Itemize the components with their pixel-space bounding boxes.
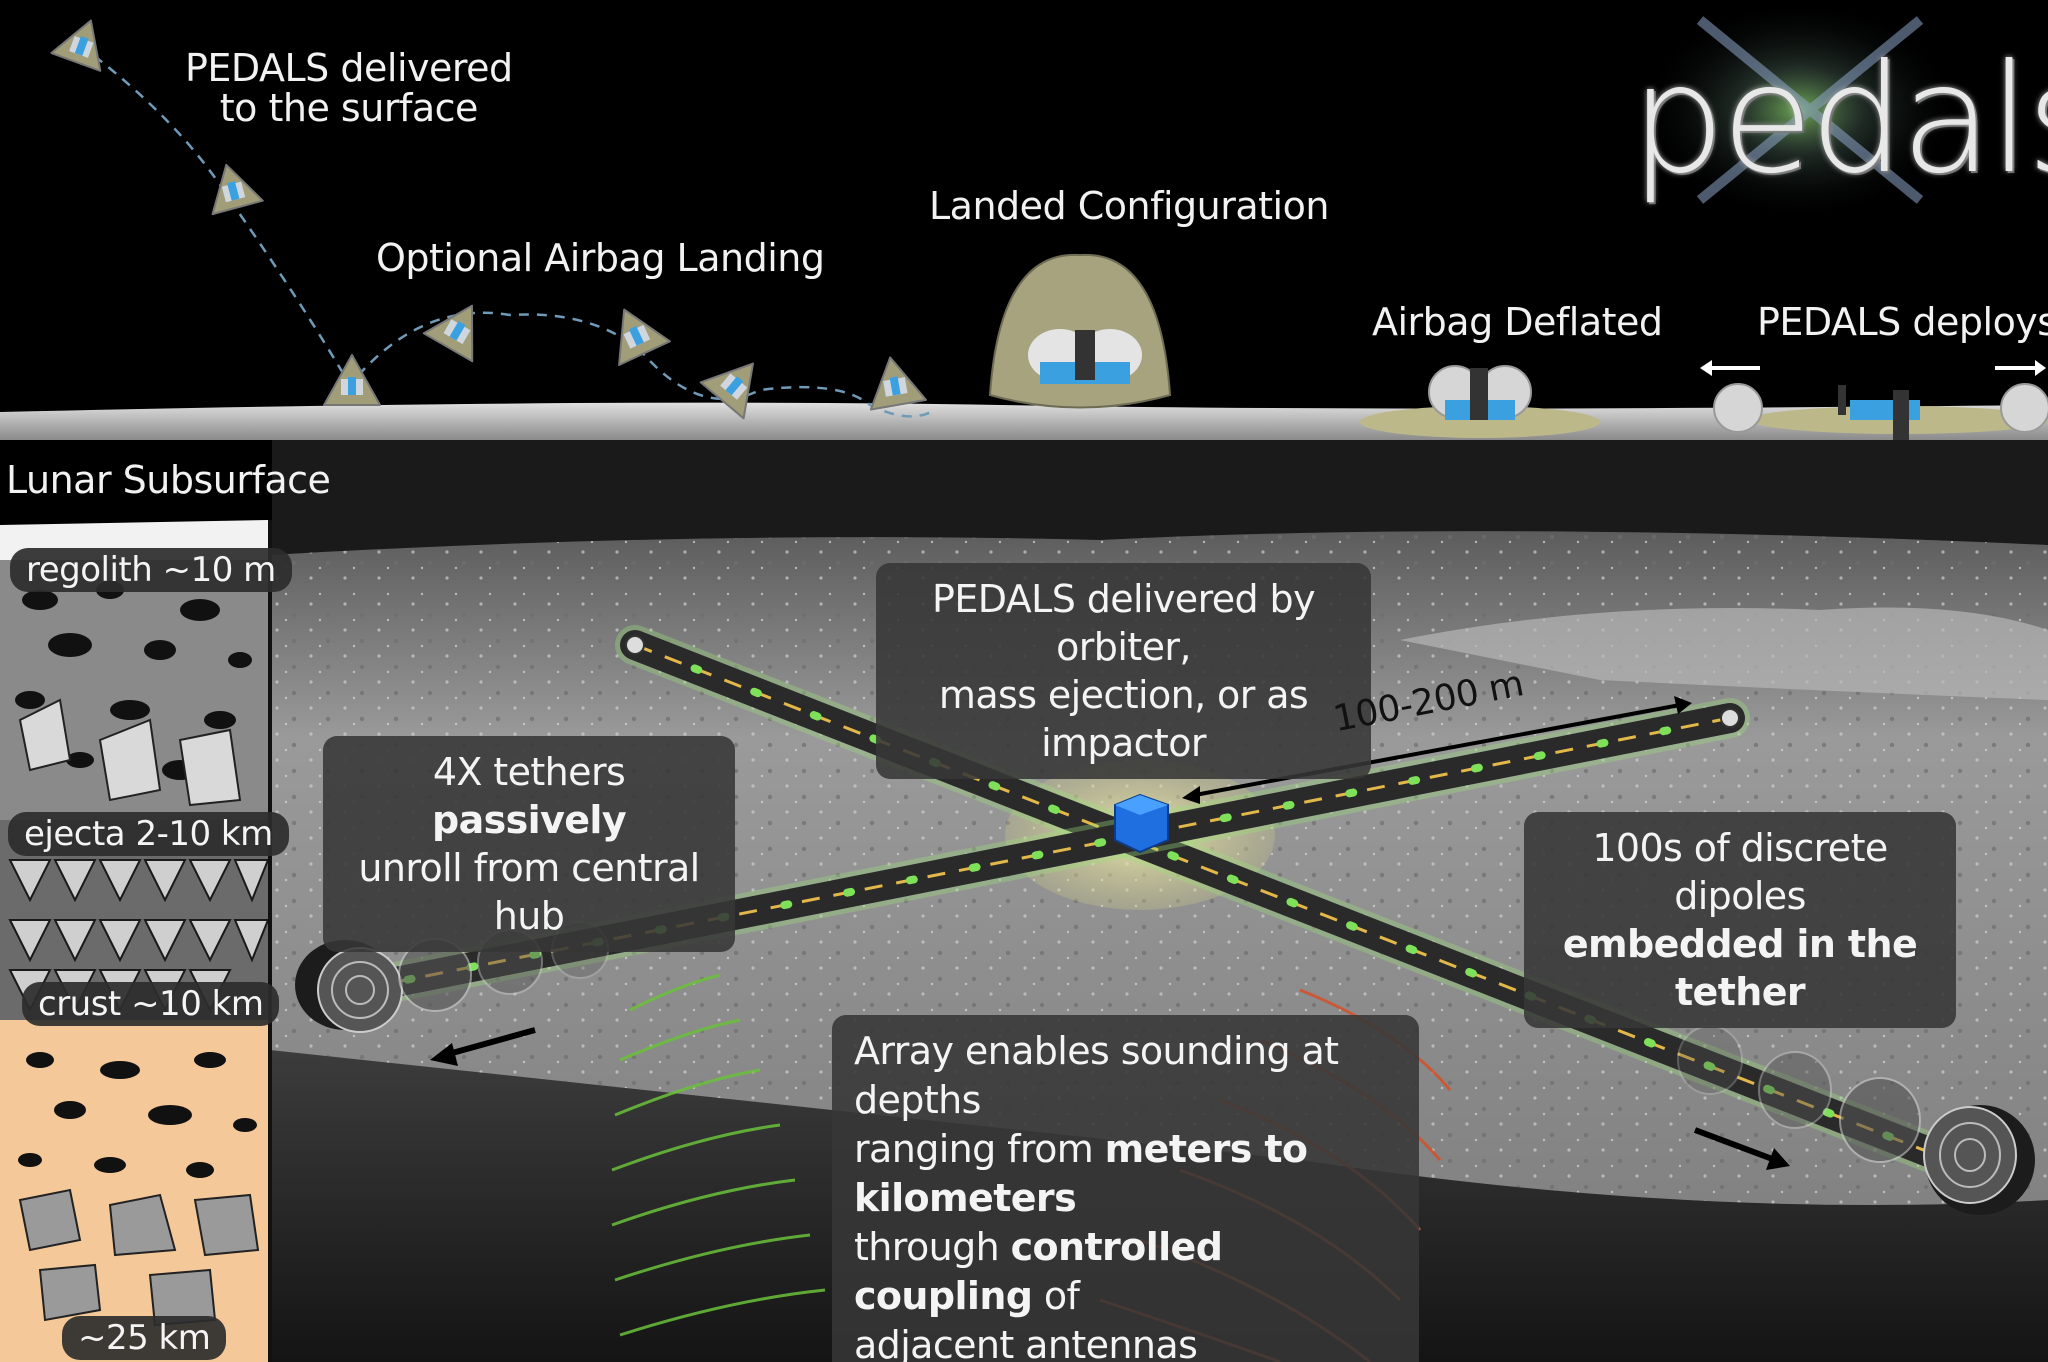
pedals-logo: pedals: [1630, 45, 2048, 195]
stage-delivered-line1: PEDALS delivered: [185, 48, 513, 88]
callout-delivery: PEDALS delivered by orbiter, mass ejecti…: [876, 563, 1371, 779]
layer-label-ejecta: ejecta 2-10 km: [8, 812, 289, 856]
callout-dipoles-bold: embedded in the tether: [1563, 922, 1917, 1014]
array-l2-text: ranging from: [854, 1127, 1105, 1171]
stage-delivered-label: PEDALS delivered to the surface: [185, 48, 513, 128]
callout-array-line2: ranging from meters to kilometers: [854, 1125, 1397, 1223]
stage-landed-label: Landed Configuration: [929, 184, 1329, 228]
tethers-text: 4X tethers: [433, 750, 625, 794]
callout-tethers-line1: 4X tethers passively: [345, 748, 713, 844]
callout-dipoles: 100s of discrete dipoles embedded in the…: [1524, 812, 1956, 1028]
callout-array-line3: through controlled coupling of: [854, 1223, 1397, 1321]
layer-label-crust: crust ~10 km: [22, 982, 279, 1026]
callout-array: Array enables sounding at depths ranging…: [832, 1015, 1419, 1362]
callout-tethers-line2: unroll from central hub: [345, 844, 713, 940]
callout-array-line4: adjacent antennas: [854, 1321, 1397, 1362]
stage-deploys-label: PEDALS deploys: [1757, 300, 2048, 344]
central-hub-icon: [1115, 795, 1168, 852]
layer-label-regolith: regolith ~10 m: [10, 548, 292, 592]
callout-delivery-line2: mass ejection, or as impactor: [898, 671, 1349, 767]
tethers-bold-text: passively: [432, 798, 626, 842]
layer-label-depth: ~25 km: [62, 1316, 226, 1360]
subsurface-title: Lunar Subsurface: [6, 458, 330, 502]
stage-delivered-line2: to the surface: [185, 88, 513, 128]
stage-airbag-landing-label: Optional Airbag Landing: [376, 236, 824, 280]
stage-deflated-label: Airbag Deflated: [1372, 300, 1663, 344]
callout-dipoles-line1: 100s of discrete dipoles: [1546, 824, 1934, 920]
callout-array-line1: Array enables sounding at depths: [854, 1027, 1397, 1125]
callout-tethers: 4X tethers passively unroll from central…: [323, 736, 735, 952]
array-l3-post: of: [1032, 1274, 1079, 1318]
callout-delivery-line1: PEDALS delivered by orbiter,: [898, 575, 1349, 671]
array-l3-text: through: [854, 1225, 1011, 1269]
